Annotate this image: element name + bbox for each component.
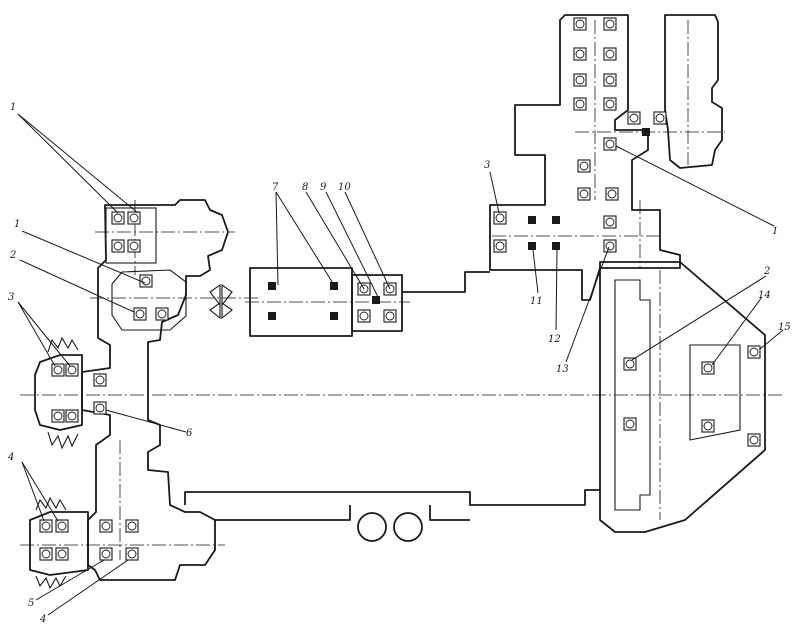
transfer-case <box>209 267 490 337</box>
label-1-left: 1 <box>10 102 16 113</box>
label-2-left: 2 <box>9 250 16 261</box>
frame-and-wheels <box>184 489 600 542</box>
front-bearings <box>39 211 169 561</box>
label-12: 12 <box>548 334 561 345</box>
label-11: 11 <box>530 296 543 307</box>
label-2-right: 2 <box>763 266 770 277</box>
label-6: 6 <box>186 428 193 439</box>
rear-axle-bearings <box>623 345 761 447</box>
label-3-left: 3 <box>8 292 14 303</box>
label-9: 9 <box>320 182 327 193</box>
label-1-right: 1 <box>772 226 778 237</box>
label-4-left: 4 <box>7 452 14 463</box>
callout-labels: 1 1 2 3 4 5 4 6 7 8 9 10 3 11 12 13 1 2 … <box>7 102 791 625</box>
label-14: 14 <box>758 290 771 301</box>
leader-lines <box>17 113 784 616</box>
label-3-right: 3 <box>484 160 490 171</box>
label-13: 13 <box>556 364 569 375</box>
label-8: 8 <box>302 182 308 193</box>
label-4-bottom: 4 <box>39 614 46 625</box>
label-5: 5 <box>28 598 34 609</box>
gearbox-bearings <box>493 17 667 253</box>
label-10: 10 <box>338 182 351 193</box>
label-7: 7 <box>272 182 279 193</box>
label-1-center: 1 <box>14 219 20 230</box>
label-15: 15 <box>778 322 791 333</box>
rear-axle-housing <box>599 261 766 533</box>
